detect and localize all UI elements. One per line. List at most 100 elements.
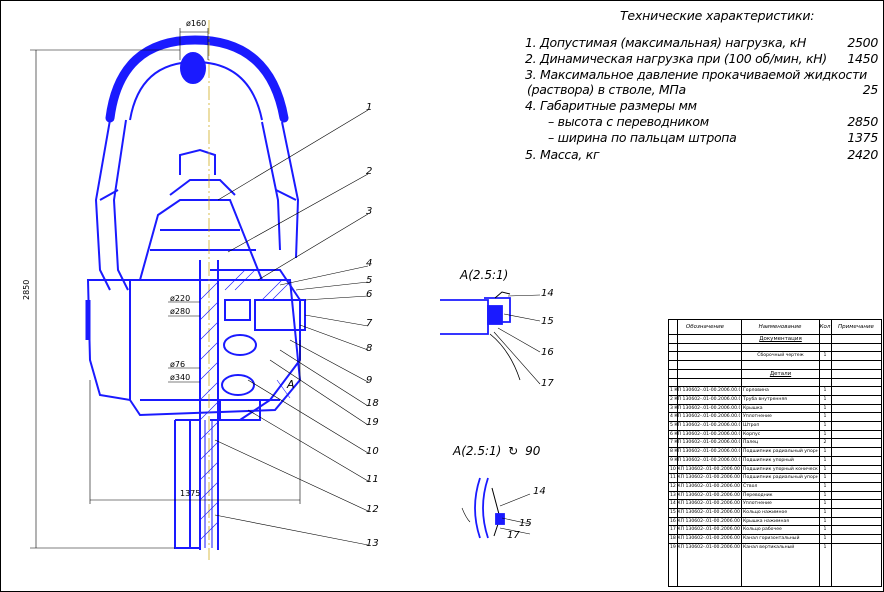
cell-qty: 1 bbox=[823, 414, 827, 420]
callout-number: 8 bbox=[366, 343, 373, 354]
spec-line-text: – высота с переводником bbox=[548, 114, 709, 129]
spec-line-value: 25 bbox=[862, 82, 879, 97]
callout-number: 12 bbox=[366, 504, 379, 515]
detail-a-rot-angle: 90 bbox=[525, 444, 541, 458]
cell-name: Кольцо нажимное bbox=[743, 510, 788, 515]
cell-name: Подшипник упорный конический роликовый bbox=[743, 466, 818, 472]
dim-d1: ø220 bbox=[170, 294, 191, 303]
cell-qty: 1 bbox=[823, 483, 827, 489]
cell-code: 5 КП 130602-.01-00.2006.00.05 bbox=[670, 423, 740, 428]
cell-qty: 1 bbox=[823, 405, 827, 411]
cell-qty: 1 bbox=[823, 510, 827, 515]
section-label-a: А bbox=[287, 378, 295, 391]
detail-label: 17 bbox=[541, 378, 554, 389]
cell-qty: 1 bbox=[823, 353, 827, 359]
cell-name: Уплотнение bbox=[743, 501, 772, 507]
cell-code: 7 КП 130602-.01-00.2006.00.07 bbox=[670, 440, 740, 446]
th-qty: Кол bbox=[819, 324, 831, 330]
cell-qty: 1 bbox=[823, 423, 827, 428]
rotate-icon: ↻ bbox=[508, 444, 519, 458]
table-row: Детали bbox=[669, 368, 881, 378]
cell-qty: 2 bbox=[823, 440, 827, 446]
cell-code: 8 КП 130602-.01-00.2006.00.08 bbox=[670, 449, 740, 455]
spec-line-text: – ширина по пальцам штропа bbox=[548, 130, 737, 145]
cell-code: 11 КП 130602-.01-00.2006.00.11 bbox=[670, 475, 740, 481]
cell-qty: 1 bbox=[823, 431, 827, 437]
table-row bbox=[669, 377, 881, 387]
cell-code: 17 КП 130602-.01-00.2006.00.17 bbox=[670, 527, 740, 533]
cell-code: 14 КП 130602-.01-00.2006.00.14 bbox=[670, 501, 740, 507]
cell-name: Ствол bbox=[743, 483, 758, 489]
table-row bbox=[669, 360, 881, 369]
cell-name: Сборочный чертеж bbox=[757, 353, 804, 359]
cell-code: 2 КП 130602-.01-00.2006.00.02 bbox=[670, 396, 740, 402]
spec-line-value: 2500 bbox=[847, 35, 878, 50]
col-divider bbox=[819, 320, 820, 586]
callout-number: 3 bbox=[366, 206, 373, 217]
cell-code: 4 КП 130602-.01-00.2006.00.04 bbox=[670, 414, 740, 420]
dim-d3: ø76 bbox=[170, 360, 186, 369]
cell-qty: 1 bbox=[823, 475, 827, 481]
cell-qty: 1 bbox=[823, 544, 827, 550]
col-divider bbox=[677, 320, 678, 586]
callout-number: 13 bbox=[366, 538, 379, 549]
cell-code: 12 КП 130602-.01-00.2006.00.12 bbox=[670, 483, 740, 489]
cell-name: Уплотнение bbox=[743, 414, 772, 420]
cell-name: Подшипник радиальный упорный bbox=[743, 475, 818, 481]
detail-a-title: А(2.5:1) bbox=[460, 268, 509, 282]
spec-line-value: 2850 bbox=[847, 114, 878, 129]
dim-width: 1375 bbox=[180, 489, 201, 498]
cell-qty: 1 bbox=[823, 396, 827, 402]
cell-name: Подшипник радиальный упорный bbox=[743, 449, 818, 455]
callout-number: 4 bbox=[366, 258, 373, 269]
table-row: Документация bbox=[669, 334, 881, 343]
detail-label: 17 bbox=[507, 530, 520, 541]
cell-name: Корпус bbox=[743, 431, 761, 437]
detail-a-rot-title: А(2.5:1) ↻ 90 bbox=[453, 444, 540, 458]
table-row bbox=[669, 342, 881, 352]
spec-line-text: (раствора) в стволе, МПа bbox=[527, 82, 686, 97]
spec-line-text: 5. Масса, кг bbox=[525, 147, 600, 162]
cell-code: 16 КП 130602-.01-00.2006.00.16 bbox=[670, 518, 740, 524]
spec-line-text: 3. Максимальное давление прокачиваемой ж… bbox=[525, 67, 867, 82]
cell-code: 6 КП 130602-.01-00.2006.00.06 bbox=[670, 431, 740, 437]
callout-number: 9 bbox=[366, 375, 373, 386]
detail-label: 14 bbox=[533, 486, 546, 497]
cell-qty: 1 bbox=[823, 518, 827, 524]
cell-qty: 1 bbox=[823, 449, 827, 455]
spec-line-value: 2420 bbox=[847, 147, 878, 162]
cell-name: Штроп bbox=[743, 423, 760, 428]
cell-code: 15 КП 130602-.01-00.2006.00.15 bbox=[670, 510, 740, 515]
cell-qty: 1 bbox=[823, 457, 827, 463]
cell-name: Канал вертикальный bbox=[743, 544, 795, 550]
cell-name: Детали bbox=[769, 370, 792, 377]
cell-name: Документация bbox=[759, 336, 802, 342]
cell-qty: 1 bbox=[823, 527, 827, 533]
cell-qty: 1 bbox=[823, 466, 827, 472]
detail-label: 14 bbox=[541, 288, 554, 299]
cell-code: 18 КП 130602-.01-00.2006.00.18 bbox=[670, 536, 740, 542]
callout-number: 18 bbox=[366, 398, 379, 409]
dim-height: 2850 bbox=[22, 279, 31, 300]
th-code: Обозначение bbox=[685, 324, 725, 330]
detail-label: 15 bbox=[519, 518, 532, 529]
cell-qty: 1 bbox=[823, 492, 827, 498]
cell-code: 3 КП 130602-.01-00.2006.00.03 bbox=[670, 405, 740, 411]
table-row: Сборочный чертеж 1 bbox=[669, 351, 881, 360]
cell-name: Труба внутренняя bbox=[743, 396, 787, 402]
callout-number: 2 bbox=[366, 166, 373, 177]
